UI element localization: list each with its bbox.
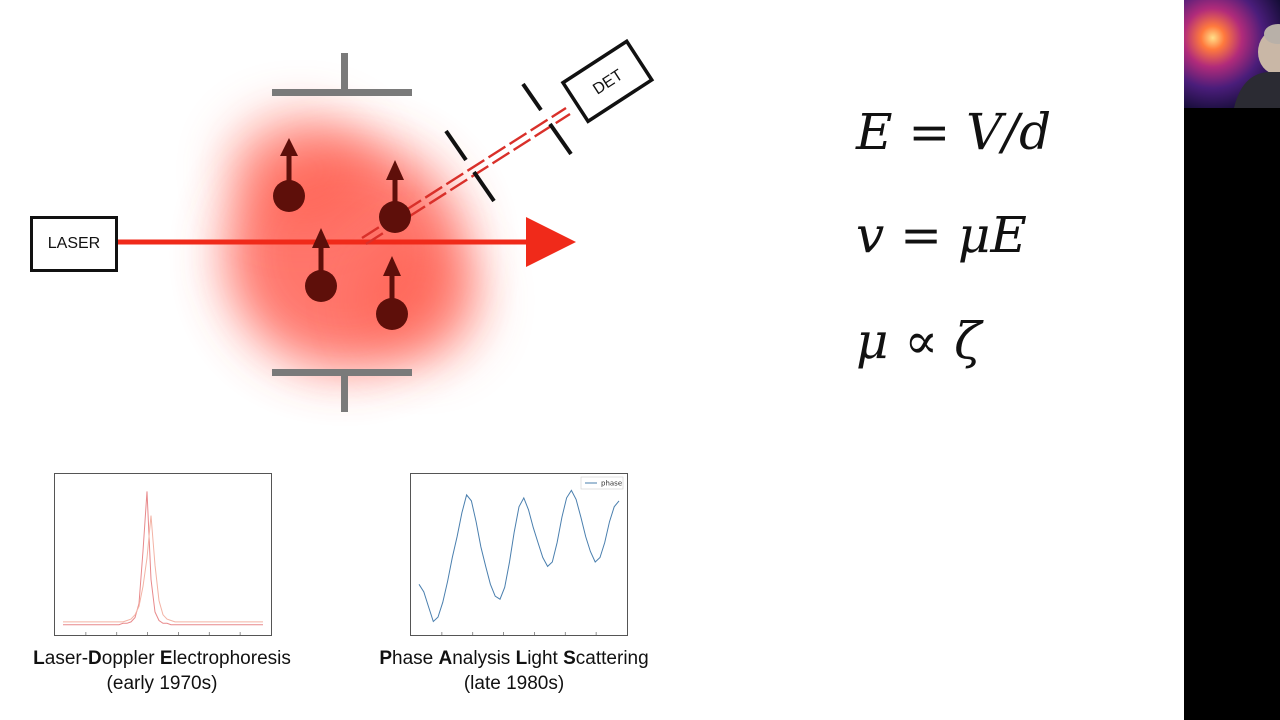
lde-spectrum-plot xyxy=(54,473,272,636)
lde-period: (early 1970s) xyxy=(106,673,218,694)
presenter-silhouette xyxy=(1234,24,1280,108)
equation-velocity: v = μE xyxy=(856,206,1027,264)
particle xyxy=(305,228,337,302)
particle xyxy=(379,160,411,233)
pals-period: (late 1980s) xyxy=(463,673,565,694)
laser-box: LASER xyxy=(30,216,118,272)
electrophoresis-diagram: DET xyxy=(118,38,655,412)
video-sidebar xyxy=(1184,0,1280,720)
lde-spectrum-chart xyxy=(63,491,263,635)
bottom-electrode xyxy=(272,369,412,412)
detector-box: DET xyxy=(560,38,655,124)
aperture-1 xyxy=(444,129,496,203)
equation-field: E = V/d xyxy=(856,103,1052,161)
particle xyxy=(273,138,305,212)
lde-caption: Laser-Doppler Electrophoresis (early 197… xyxy=(12,646,312,696)
particle xyxy=(376,256,408,330)
legend-entry: phase xyxy=(601,480,622,488)
pals-name: Phase Analysis Light Scattering xyxy=(379,648,649,669)
top-electrode xyxy=(272,53,412,96)
laser-label: LASER xyxy=(47,235,101,252)
slide: DET LASER E = V/d v = μE μ ∝ ζ xyxy=(12,38,1052,696)
lde-name: Laser-Doppler Electrophoresis xyxy=(33,648,291,669)
aperture-2 xyxy=(521,82,573,156)
pals-phase-chart: phase xyxy=(418,476,624,635)
series-line-0 xyxy=(63,491,263,626)
series-line-0 xyxy=(418,489,620,623)
equation-mobility: μ ∝ ζ xyxy=(856,312,982,370)
pals-caption: Phase Analysis Light Scattering (late 19… xyxy=(358,646,670,696)
chart-legend: phase xyxy=(580,476,624,490)
webcam-feed xyxy=(1184,0,1280,108)
series-line-1 xyxy=(63,515,263,623)
pals-phase-plot: phase xyxy=(410,473,628,636)
